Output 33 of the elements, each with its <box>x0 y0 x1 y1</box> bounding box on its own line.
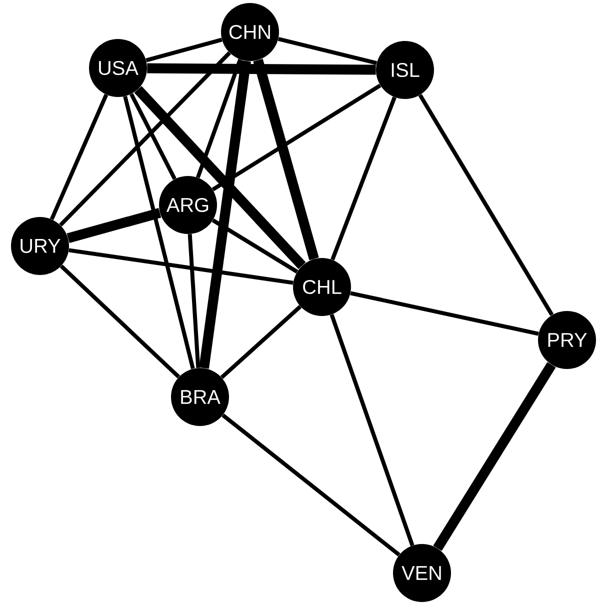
edge-line <box>350 291 539 336</box>
edge-line <box>60 264 180 378</box>
country-node: CHL <box>293 258 351 316</box>
edge-line <box>146 38 222 62</box>
edge-line <box>130 93 176 180</box>
edge-line <box>212 218 298 274</box>
edge-line <box>220 305 302 379</box>
edge-line <box>134 86 306 270</box>
edge-line <box>123 96 195 370</box>
edge-line <box>68 248 294 285</box>
country-node: USA <box>89 39 147 97</box>
edge-line <box>330 314 414 546</box>
edge-line <box>433 362 556 551</box>
edge-line <box>199 60 251 369</box>
country-node: BRA <box>171 368 229 426</box>
country-node: CHN <box>221 3 279 61</box>
edge-line <box>212 84 382 192</box>
country-node: ARG <box>159 176 217 234</box>
edge-line <box>59 51 231 227</box>
country-node: ISL <box>376 41 434 99</box>
edge-line <box>147 63 376 75</box>
edge-line <box>196 58 242 178</box>
edge-line <box>188 234 200 368</box>
country-node: PRY <box>538 311 596 369</box>
edge-line <box>418 94 554 316</box>
edge-line <box>278 37 378 65</box>
country-node: URY <box>11 217 69 275</box>
edge-line <box>50 94 108 220</box>
edge-line <box>222 414 400 556</box>
edge-line <box>253 58 319 260</box>
country-node: VEN <box>393 544 451 602</box>
edge-line <box>330 96 396 260</box>
edge-line <box>66 208 162 244</box>
